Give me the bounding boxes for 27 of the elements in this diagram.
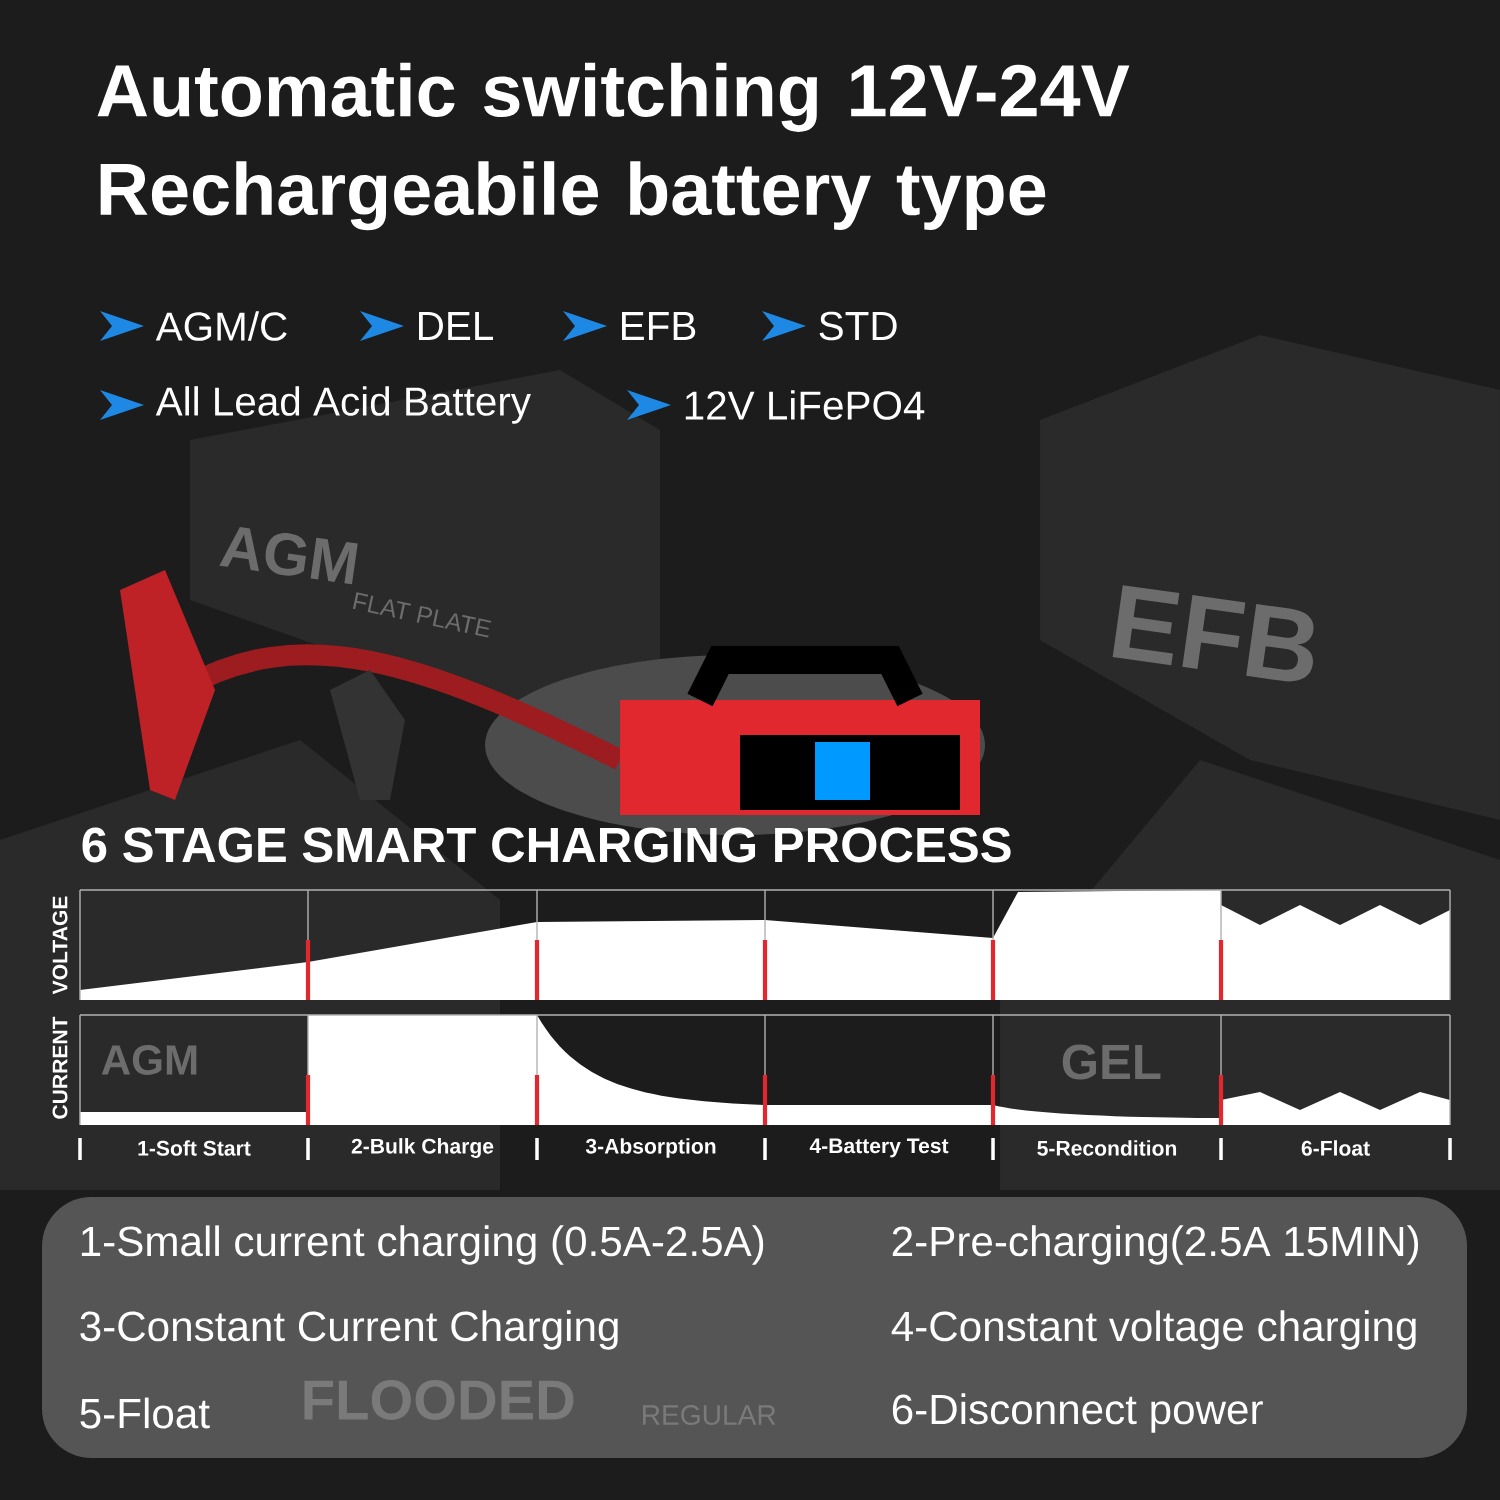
step-description: 6-Disconnect power <box>892 1393 1263 1433</box>
step-description: 4-Constant voltage charging <box>891 1310 1416 1350</box>
stage-label: 3-Absorption <box>585 1138 716 1158</box>
battery-type-label: 12V LiFePO4 <box>685 390 925 420</box>
step-description: 5-Float <box>80 1397 210 1429</box>
battery-type-label: EFB <box>622 312 696 340</box>
battery-label: AGM <box>219 527 358 585</box>
battery-type-label: AGM/C <box>155 311 287 341</box>
battery-type-label: All Lead Acid Battery <box>155 386 531 424</box>
battery-label: AGM <box>101 1045 197 1075</box>
axis-label: VOLTAGE <box>52 896 68 995</box>
stage-label: 6-Float <box>1301 1140 1370 1156</box>
battery-label: FLAT PLATE <box>352 592 492 638</box>
step-description: 2-Pre-charging(2.5A 15MIN) <box>892 1225 1419 1265</box>
axis-label: CURRENT <box>52 1016 68 1119</box>
step-description: 1-Small current charging (0.5A-2.5A) <box>81 1225 764 1265</box>
battery-label: EFB <box>1112 585 1314 682</box>
battery-type-label: STD <box>819 311 897 341</box>
title: Automatic switching 12V-24V Rechargeabile battery type <box>97 62 1130 231</box>
stage-label: 2-Bulk Charge <box>351 1138 494 1158</box>
chart-heading: 6 STAGE SMART CHARGING PROCESS <box>82 827 1011 863</box>
stage-label: 1-Soft Start <box>138 1140 251 1156</box>
stage-label: 4-Battery Test <box>809 1138 949 1158</box>
step-description: 3-Constant Current Charging <box>80 1310 618 1350</box>
battery-type-label: DEL <box>419 312 493 340</box>
battery-label: GEL <box>1062 1044 1161 1080</box>
stage-label: 5-Recondition <box>1037 1140 1177 1156</box>
